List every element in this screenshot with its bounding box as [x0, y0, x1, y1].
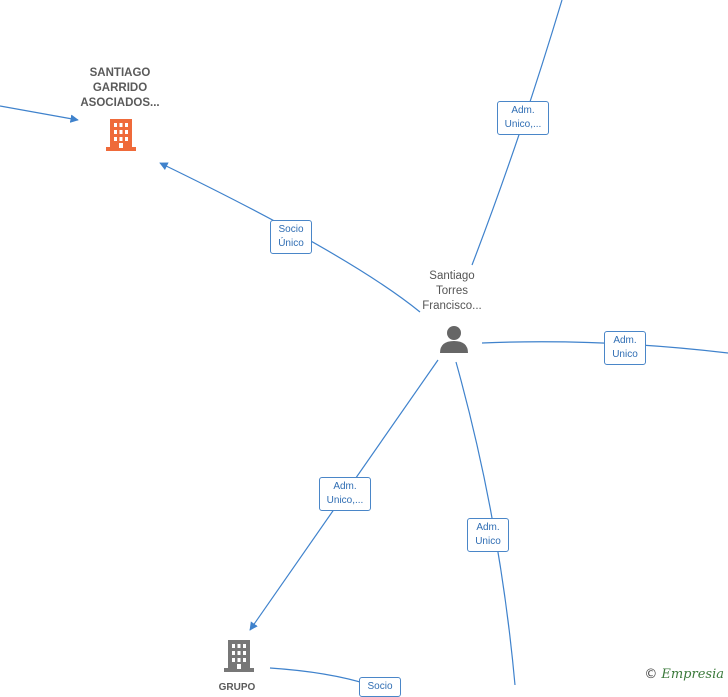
company-node-label[interactable]: SANTIAGO GARRIDO ASOCIADOS...: [80, 67, 160, 109]
edge-label-adm-bottom-left[interactable]: Adm. Unico,...: [319, 477, 371, 511]
edge-label-adm-top-right[interactable]: Adm. Unico,...: [497, 101, 549, 135]
building-icon: [224, 640, 254, 672]
person-icon: [440, 326, 468, 353]
edge-label-adm-bottom[interactable]: Adm. Unico: [467, 518, 509, 552]
company-node-label-bottom[interactable]: GRUPO: [218, 682, 256, 693]
edge-label-adm-right[interactable]: Adm. Unico: [604, 331, 646, 365]
brand-logo-text: Empresia: [661, 667, 724, 682]
building-icon: [106, 119, 136, 151]
person-node-label[interactable]: Santiago Torres Francisco...: [422, 270, 482, 312]
edge-left-incoming: [0, 105, 79, 123]
edge-adm-right: [481, 341, 728, 354]
edge-adm-top-right: [471, 0, 563, 266]
edge-socio-unico: [159, 162, 421, 313]
brand-watermark: ©Empresia: [644, 667, 724, 682]
edge-socio-bottom: [269, 667, 371, 685]
copyright-symbol: ©: [644, 667, 658, 682]
edge-label-socio-bottom[interactable]: Socio: [359, 677, 401, 697]
edge-label-socio-unico[interactable]: Socio Único: [270, 220, 312, 254]
